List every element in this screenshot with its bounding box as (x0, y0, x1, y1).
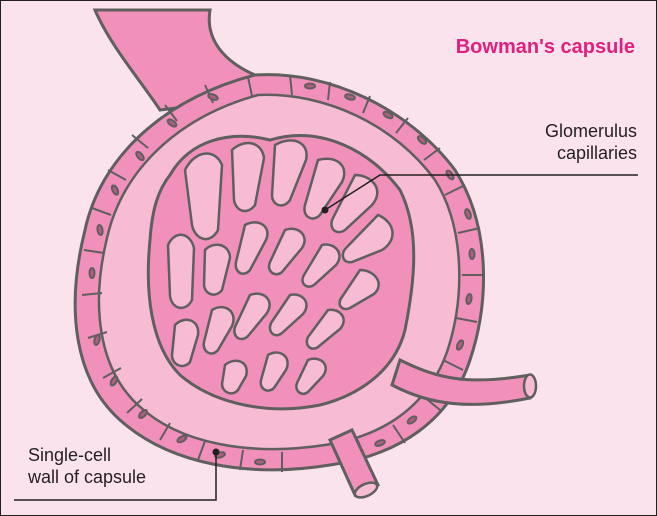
glomerulus-label-line1: Glomerulus (545, 120, 637, 142)
glomerulus-label-line2: capillaries (545, 142, 637, 164)
wall-label: Single-cell wall of capsule (28, 444, 146, 488)
wall-label-line2: wall of capsule (28, 466, 146, 488)
diagram-title: Bowman's capsule (456, 36, 635, 59)
wall-label-line1: Single-cell (28, 444, 146, 466)
arteriole-right-end (524, 375, 536, 398)
wall-pointer-dot (213, 449, 220, 456)
glomerulus-tuft (148, 136, 413, 409)
glomerulus-pointer-dot (322, 207, 329, 214)
glomerulus-label: Glomerulus capillaries (545, 120, 637, 164)
